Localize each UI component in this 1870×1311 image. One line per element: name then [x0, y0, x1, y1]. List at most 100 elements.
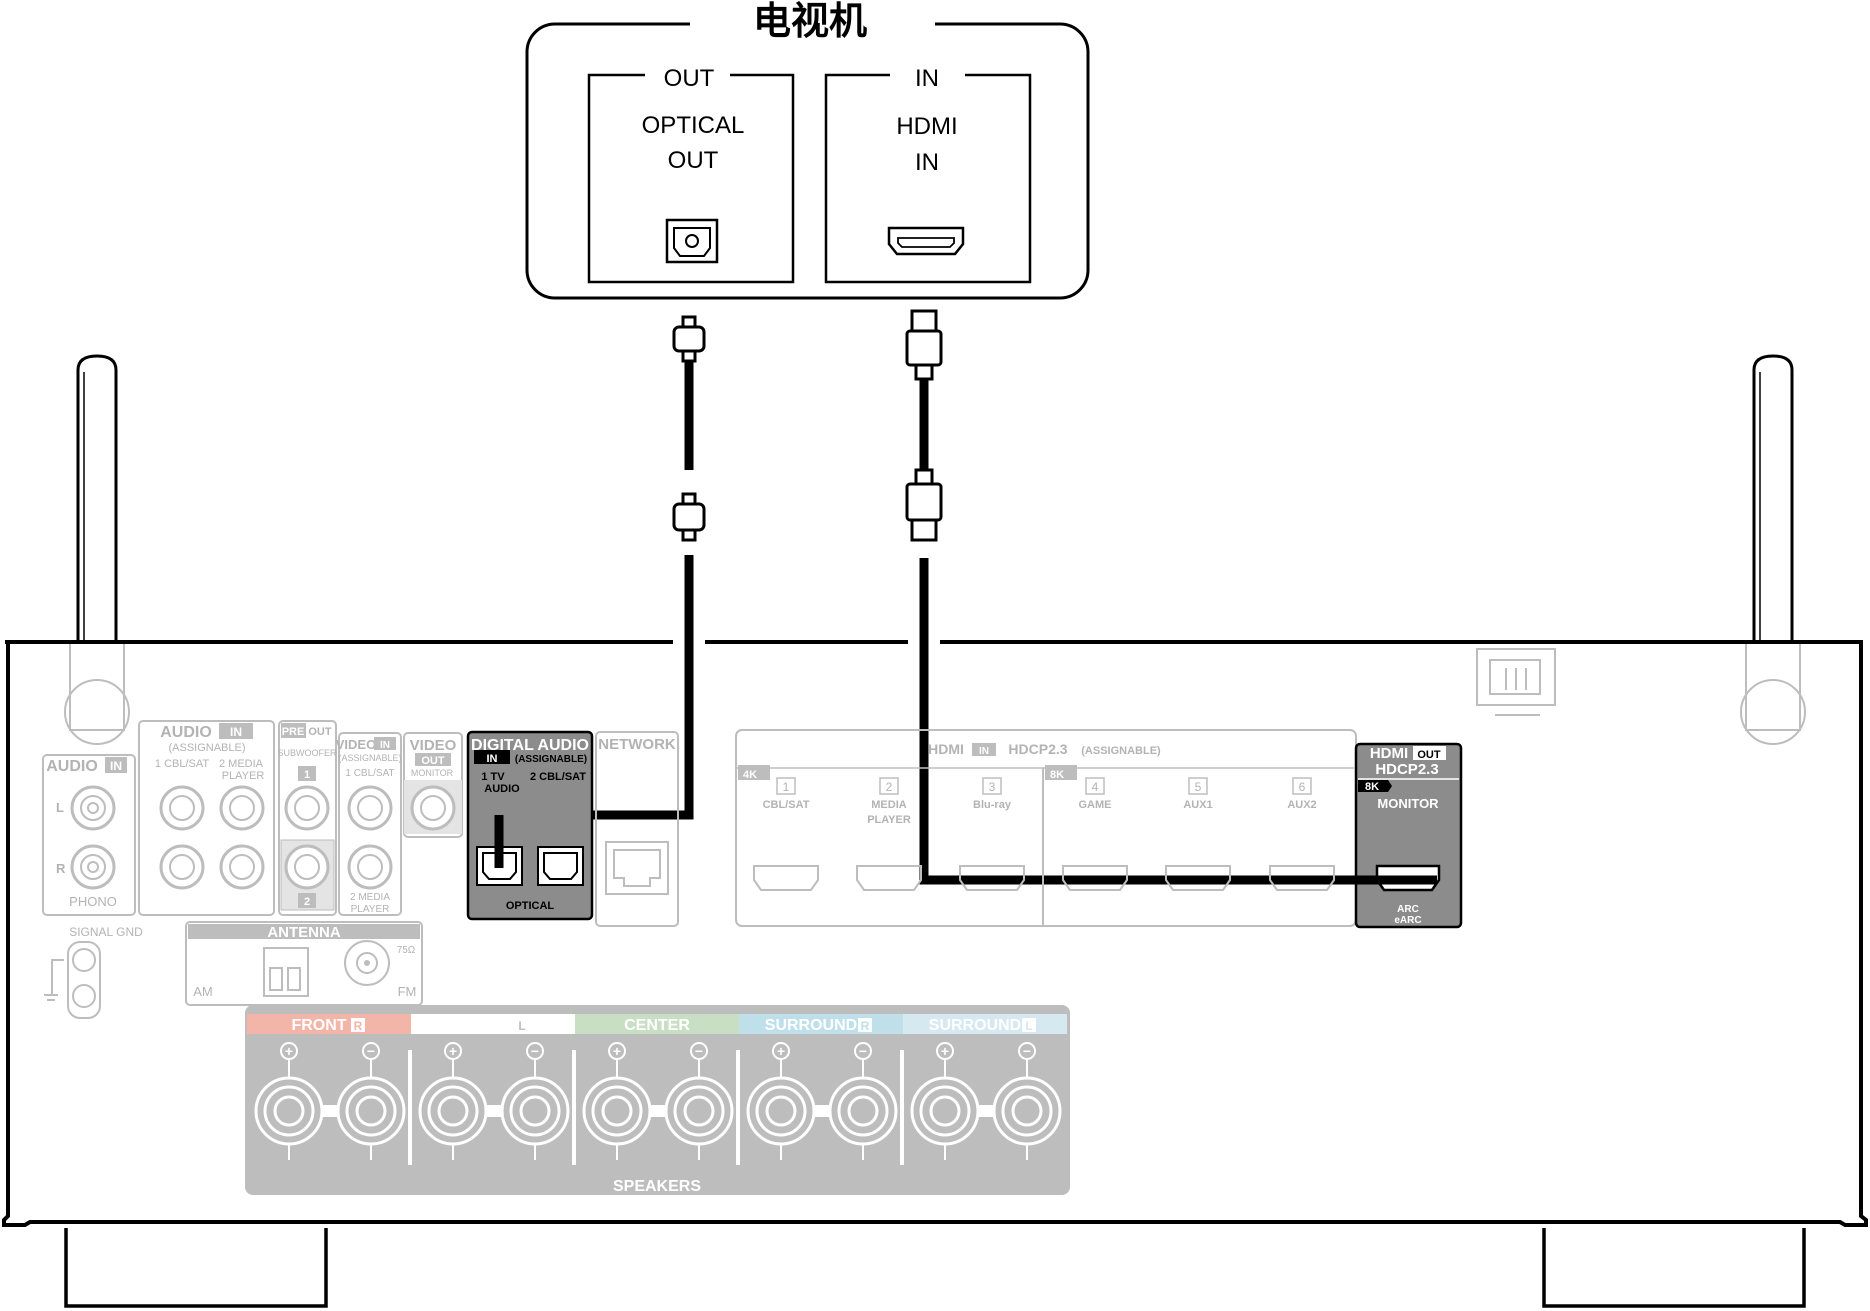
polarity-mark [690, 1042, 708, 1060]
tv-optical-line1: OPTICAL [642, 112, 745, 139]
tv-in-label: IN [915, 65, 939, 92]
hdmi-input-name: MEDIA [871, 799, 907, 811]
tv-out-gap [645, 62, 730, 88]
optical-plug-bottom [672, 492, 706, 542]
svg-text:OUT: OUT [1417, 749, 1441, 761]
svg-text:75Ω: 75Ω [397, 945, 416, 956]
hdmi-input-port [1269, 865, 1335, 891]
svg-text:4K: 4K [743, 769, 757, 781]
svg-text:1: 1 [304, 769, 310, 781]
svg-text:ANTENNA: ANTENNA [267, 924, 340, 941]
polarity-mark [1018, 1042, 1036, 1060]
hdmi-input-number-box [1292, 777, 1312, 795]
svg-text:IN: IN [230, 725, 242, 739]
polarity-mark [854, 1042, 872, 1060]
tv-optical-line2: OUT [668, 147, 719, 174]
speaker-header-band [575, 1014, 739, 1034]
speaker-header-band [247, 1014, 411, 1034]
hdmi-input-number-box [1085, 777, 1105, 795]
svg-text:1 CBL/SAT: 1 CBL/SAT [345, 768, 394, 779]
hdmi-input-number: 1 [783, 780, 790, 794]
svg-text:OUT: OUT [421, 755, 445, 767]
tv-title-gap [690, 10, 935, 42]
svg-text:1 CBL/SAT: 1 CBL/SAT [155, 758, 209, 770]
antenna-terminal: ANTENNA AM 75Ω FM [185, 921, 423, 1006]
foot-right [1542, 1228, 1806, 1308]
speaker-label: SURROUND [929, 1017, 1021, 1034]
speaker-tag-box [351, 1018, 365, 1032]
hdmi-input-number: 3 [989, 780, 996, 794]
tv-hdmi-line2: IN [915, 149, 939, 176]
chassis [2, 640, 1868, 1227]
svg-text:OUT: OUT [308, 726, 332, 738]
polarity-mark [608, 1042, 626, 1060]
hdmi-input-number: 6 [1299, 780, 1306, 794]
binding-post-core [273, 1095, 305, 1127]
minus-sign: − [367, 1043, 375, 1059]
speaker-tag: R [354, 1019, 363, 1033]
hdmi-input-name: CBL/SAT [763, 799, 810, 811]
binding-post-ring [755, 1085, 807, 1137]
plus-sign: + [777, 1043, 785, 1059]
svg-text:PLAYER: PLAYER [222, 770, 265, 782]
foot-left [64, 1228, 328, 1308]
terminal-bridge [978, 1105, 994, 1117]
hdmi-input-number-box [776, 777, 796, 795]
hdmi-input-name-2: PLAYER [867, 814, 911, 826]
binding-post-ring [263, 1085, 315, 1137]
hdmi-input-name: GAME [1079, 799, 1112, 811]
hdmi-input-port [856, 865, 922, 891]
plus-sign: + [449, 1043, 457, 1059]
svg-text:8K: 8K [1050, 769, 1064, 781]
hdmi-input-port [959, 865, 1025, 891]
svg-text:VIDEO: VIDEO [410, 737, 457, 754]
hdmi-input-port [1165, 865, 1231, 891]
antenna-left [64, 354, 130, 745]
binding-post-core [683, 1095, 715, 1127]
svg-text:HDCP2.3: HDCP2.3 [1375, 761, 1438, 778]
speaker-label: FRONT [455, 1017, 510, 1034]
audio-in-assignable: AUDIO IN (ASSIGNABLE) 1 CBL/SAT 2 MEDIA … [138, 720, 275, 916]
svg-text:HDMI: HDMI [1370, 745, 1408, 762]
polarity-mark [362, 1042, 380, 1060]
svg-text:AUDIO: AUDIO [160, 724, 212, 741]
speaker-label: SURROUND [765, 1017, 857, 1034]
svg-text:(ASSIGNABLE): (ASSIGNABLE) [515, 754, 587, 765]
minus-sign: − [531, 1043, 539, 1059]
power-inlet [1476, 648, 1556, 716]
speaker-tag-box [858, 1018, 872, 1032]
tv-in-gap [890, 62, 965, 88]
binding-post-core [929, 1095, 961, 1127]
terminal-bridge [814, 1105, 830, 1117]
svg-text:2 MEDIA: 2 MEDIA [350, 892, 390, 903]
binding-post-ring [427, 1085, 479, 1137]
signal-gnd: SIGNAL GND [44, 925, 143, 1019]
svg-text:SUBWOOFER: SUBWOOFER [277, 748, 337, 758]
svg-text:IN: IN [110, 759, 122, 773]
svg-text:IN: IN [487, 753, 498, 765]
hdmi-plug-top [905, 309, 943, 381]
svg-text:FM: FM [398, 984, 417, 999]
svg-text:PRE: PRE [282, 726, 305, 738]
svg-text:AM: AM [193, 984, 213, 999]
optical-port-icon [665, 218, 719, 264]
svg-text:MONITOR: MONITOR [411, 768, 454, 778]
tv-hdmi-line1: HDMI [896, 113, 957, 140]
polarity-mark [936, 1042, 954, 1060]
audio-in-phono: AUDIO IN L R PHONO [42, 754, 136, 916]
hdmi-plug-bottom [905, 468, 943, 542]
hdmi-input-number-box [982, 777, 1002, 795]
svg-text:DIGITAL AUDIO: DIGITAL AUDIO [471, 737, 589, 754]
tv-outline [525, 22, 1090, 300]
binding-post-ring [1001, 1085, 1053, 1137]
tv-title: 电视机 [753, 1, 867, 43]
svg-text:HDMI: HDMI [928, 741, 964, 757]
svg-text:L: L [56, 800, 64, 815]
svg-text:ARC: ARC [1397, 904, 1419, 915]
